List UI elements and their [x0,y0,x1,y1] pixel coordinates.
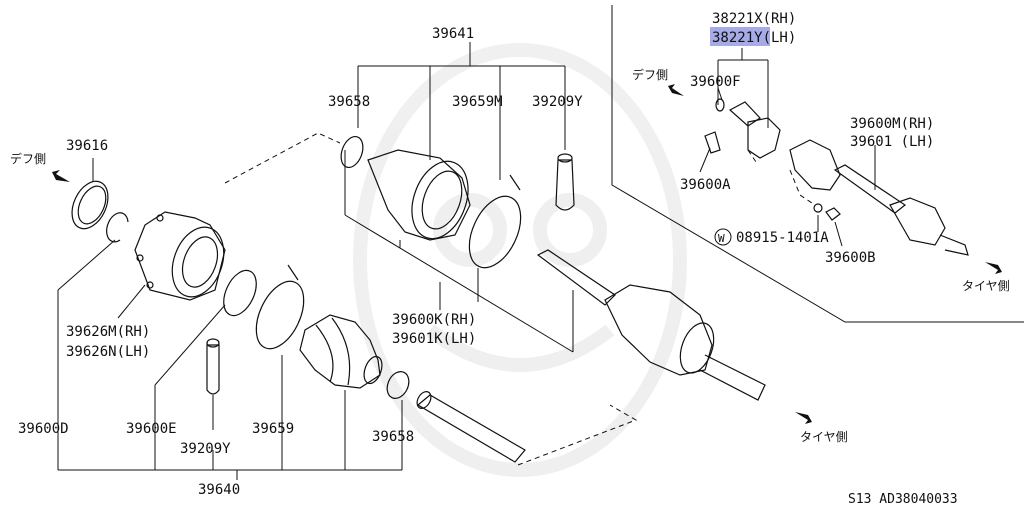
part-39658-band-bottom [386,371,410,399]
w-circle [714,228,732,246]
highlight-box [710,27,770,46]
part-39600F-clip [715,98,725,112]
label-39600B: 39600B [825,250,876,266]
part-39659-band [255,264,305,350]
part-39616-snap-ring [71,180,109,230]
part-39600B-nut [825,207,841,221]
part-38221-flange [728,101,781,159]
part-39209Y-grease-tube-top [555,153,575,211]
label-39600M: 39600M(RH) [850,116,934,132]
label-39209Y-bottom: 39209Y [180,441,231,457]
label-39600E: 39600E [126,421,177,437]
footer-code: S13 AD38040033 [848,492,958,507]
label-diff-side-inset: デフ側 [632,67,668,82]
part-39641-boot-inner [299,314,383,389]
arrow-diff-inset [668,84,684,96]
watermark-emblem [353,43,687,477]
label-39641: 39641 [432,26,474,42]
label-39600F: 39600F [690,74,741,90]
alignment-dashes [224,132,816,466]
arrow-diff-left [52,170,70,182]
part-39209Y-grease-tube-bottom [206,338,220,395]
leader-lines [57,42,876,480]
label-39601: 39601 (LH) [850,134,934,150]
label-39658-bottom: 39658 [372,429,414,445]
label-08915: 08915-1401A [736,230,829,246]
part-08915-washer [813,203,823,213]
part-39600E-circlip [223,269,257,317]
part-39659M-band [468,174,522,269]
part-39600D-circlip [106,212,129,243]
part-39600A-bolt [704,131,721,154]
label-39626M: 39626M(RH) [66,324,150,340]
label-39659M: 39659M [452,94,503,110]
label-39616: 39616 [66,138,108,154]
part-inner-shaft [416,391,526,463]
part-outer-boot [367,149,471,241]
part-39658-band-top [340,135,364,169]
label-tire-side-inset: タイヤ側 [962,279,1010,293]
label-diff-side-left: デフ側 [10,151,46,166]
inset-border [611,5,1024,323]
labels: 39641 39658 39659M 39209Y 39616 デフ側 3962… [10,11,1010,507]
label-39659: 39659 [252,421,294,437]
label-39600D: 39600D [18,421,69,437]
label-39601K: 39601K(LH) [392,331,476,347]
part-outer-cv-joint [536,249,766,401]
label-39640: 39640 [198,482,240,498]
label-tire-side-main: タイヤ側 [800,430,848,444]
label-39600K: 39600K(RH) [392,312,476,328]
label-39658-top: 39658 [328,94,370,110]
part-39626-housing [134,211,226,301]
part-39600M-drive-shaft [789,139,969,256]
label-38221Y: 38221Y(LH) [712,30,796,46]
label-39209Y-top: 39209Y [532,94,583,110]
label-39626N: 39626N(LH) [66,344,150,360]
label-38221X: 38221X(RH) [712,11,796,27]
label-39600A: 39600A [680,177,731,193]
arrow-tire-inset [985,262,1002,274]
arrow-tire-main [795,412,812,424]
label-w-symbol: W [718,232,725,245]
